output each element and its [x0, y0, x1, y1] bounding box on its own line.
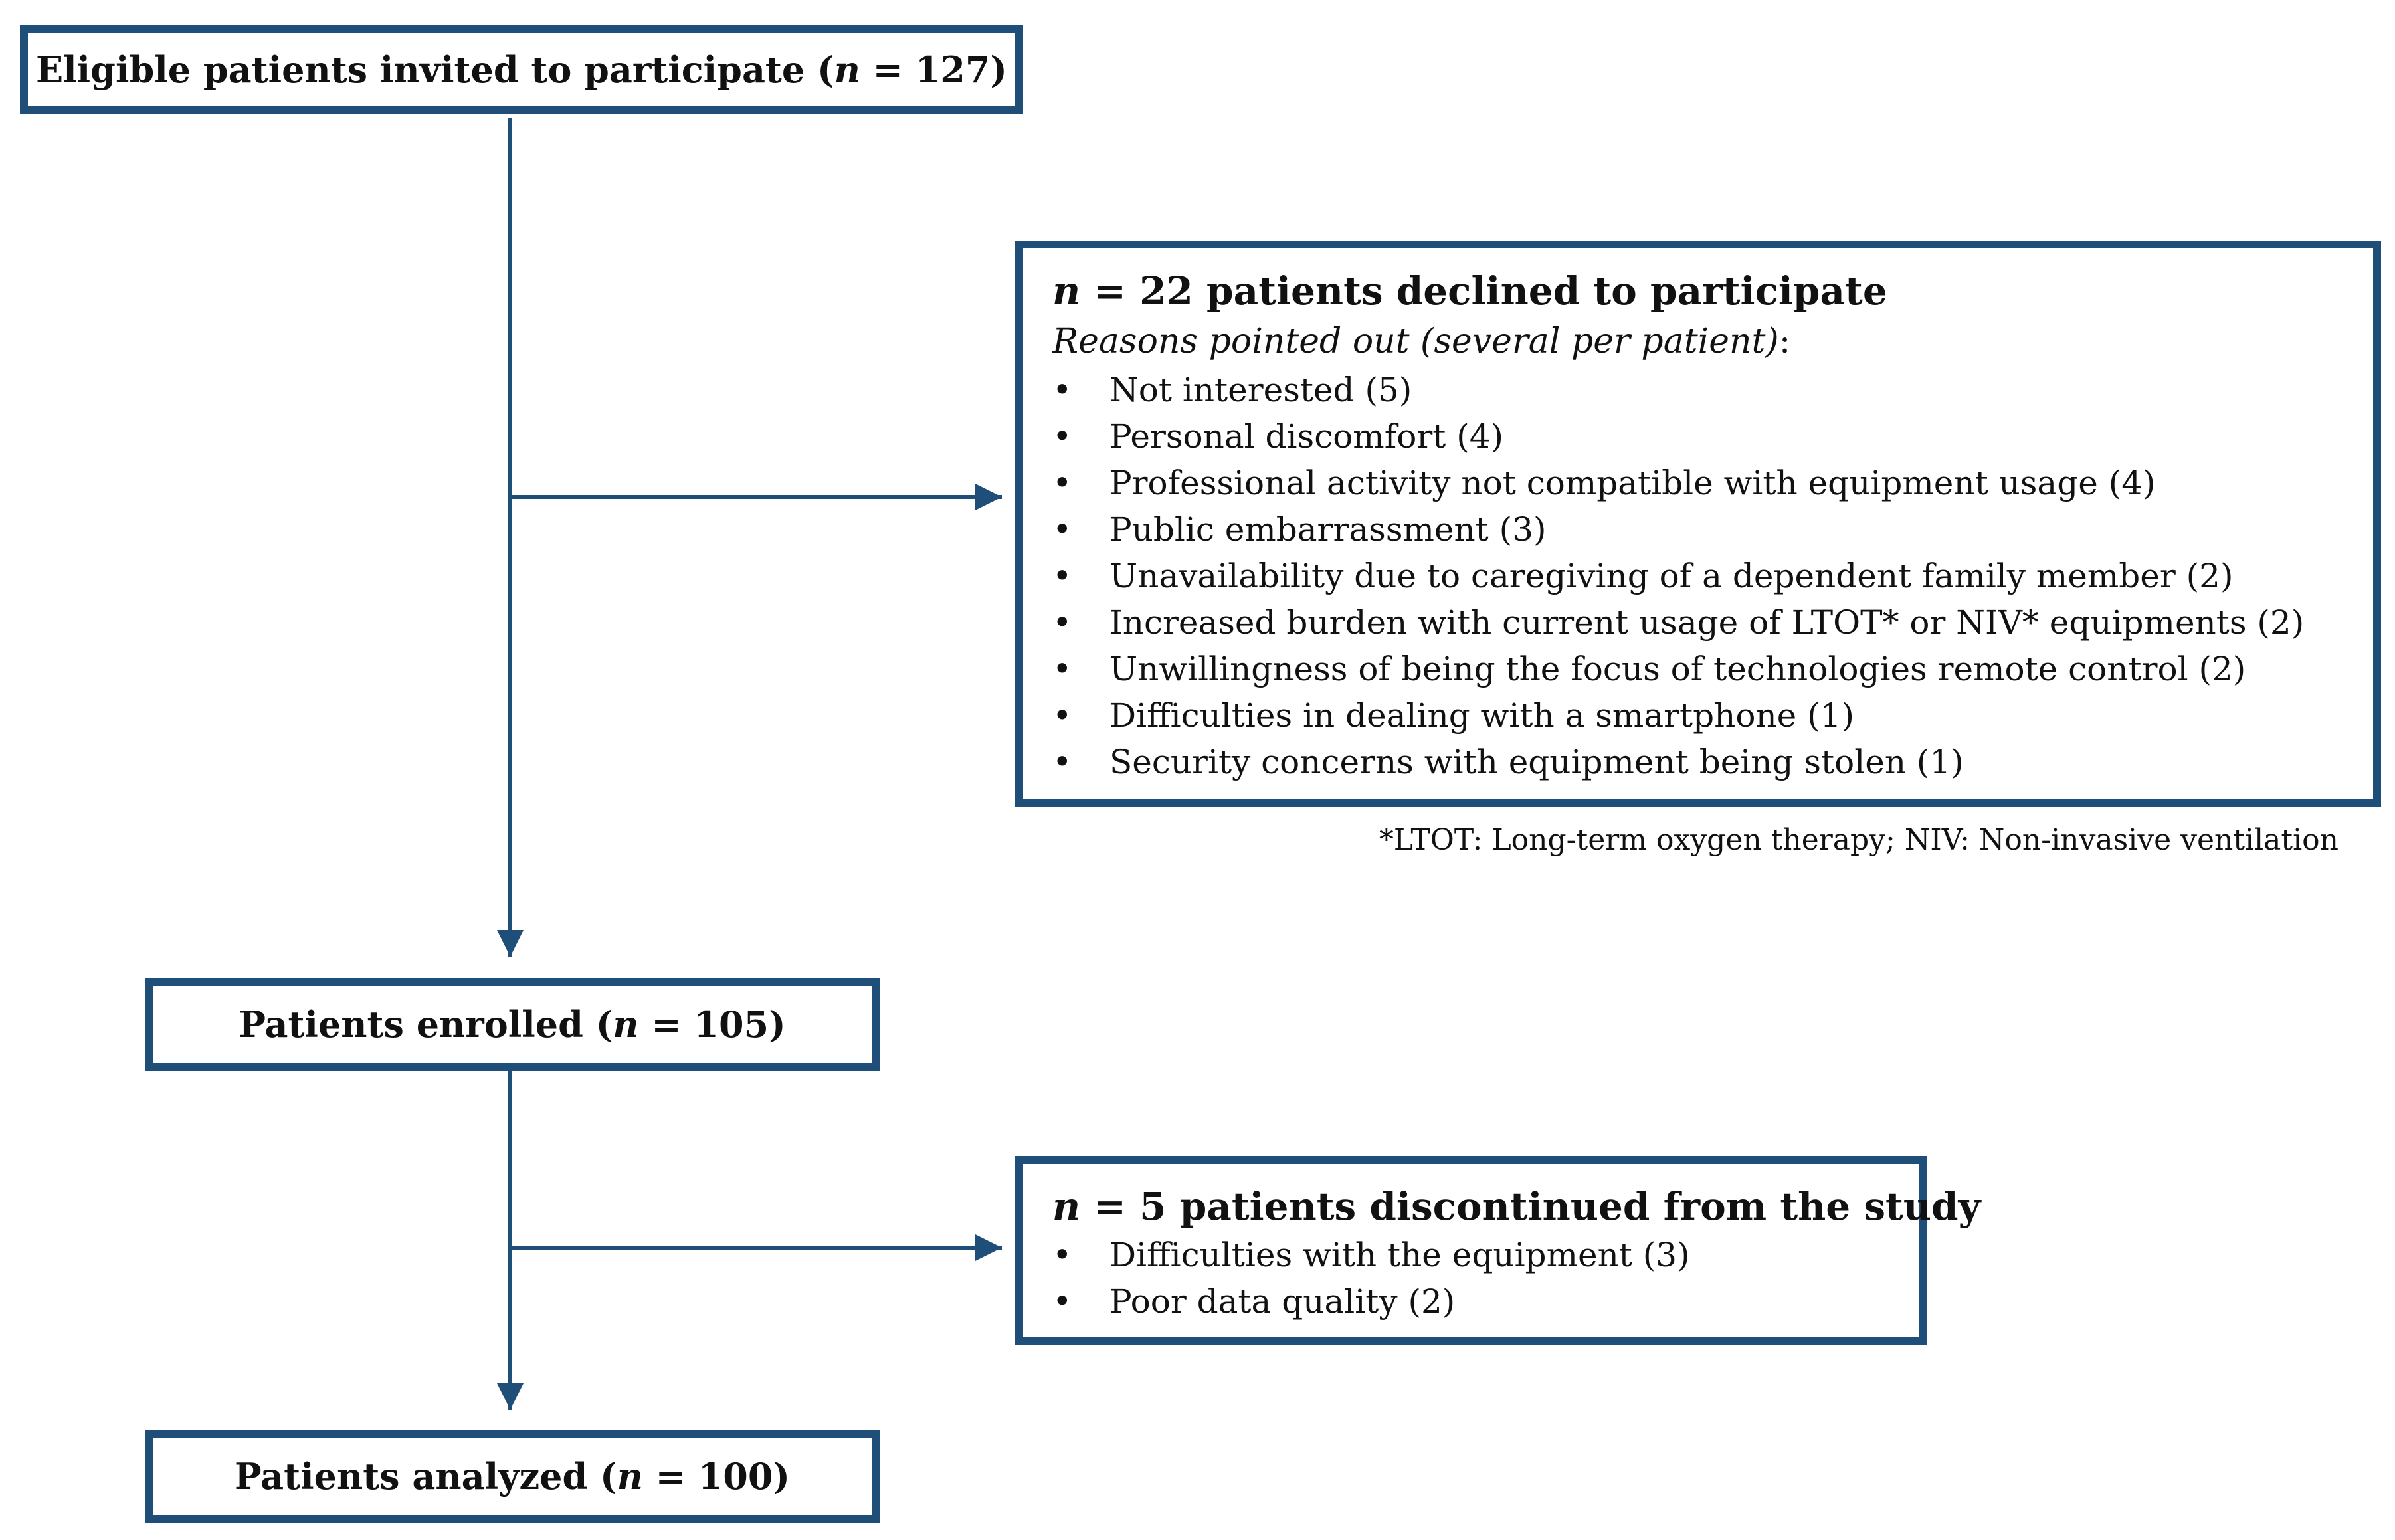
arrowhead-analyzed [497, 1383, 524, 1410]
discontinued-box: n = 5 patients discontinued from the stu… [1015, 1156, 1981, 1345]
enrolled-label: Patients enrolled (n = 105) [239, 1003, 786, 1046]
declined-box: n = 22 patients declined to participate … [1015, 241, 2381, 807]
declined-subtitle: Reasons pointed out (several per patient… [1052, 322, 1791, 361]
list-item: Professional activity not compatible wit… [1052, 460, 2373, 506]
declined-reasons-list: Not interested (5) Personal discomfort (… [1052, 367, 2373, 785]
invited-box: Eligible patients invited to participate… [20, 25, 1023, 114]
discontinued-title: n = 5 patients discontinued from the stu… [1052, 1184, 1981, 1229]
list-item: Not interested (5) [1052, 367, 2373, 413]
list-item: Personal discomfort (4) [1052, 413, 2373, 460]
footnote: *LTOT: Long-term oxygen therapy; NIV: No… [1379, 823, 2339, 857]
list-item: Security concerns with equipment being s… [1052, 739, 2373, 785]
arrowhead-discontinued [975, 1234, 1002, 1261]
list-item: Unwillingness of being the focus of tech… [1052, 646, 2373, 692]
analyzed-label: Patients analyzed (n = 100) [234, 1455, 790, 1497]
list-item: Unavailability due to caregiving of a de… [1052, 553, 2373, 599]
analyzed-box: Patients analyzed (n = 100) [145, 1430, 880, 1523]
list-item: Public embarrassment (3) [1052, 506, 2373, 553]
enrolled-box: Patients enrolled (n = 105) [145, 978, 880, 1071]
declined-title: n = 22 patients declined to participate [1052, 268, 1887, 314]
list-item: Poor data quality (2) [1052, 1278, 1919, 1325]
list-item: Difficulties with the equipment (3) [1052, 1232, 1919, 1278]
discontinued-reasons-list: Difficulties with the equipment (3) Poor… [1052, 1232, 1919, 1325]
invited-label: Eligible patients invited to participate… [36, 48, 1007, 91]
list-item: Difficulties in dealing with a smartphon… [1052, 692, 2373, 739]
arrowhead-declined [975, 484, 1002, 510]
list-item: Increased burden with current usage of L… [1052, 599, 2373, 646]
arrowhead-enrolled [497, 930, 524, 957]
